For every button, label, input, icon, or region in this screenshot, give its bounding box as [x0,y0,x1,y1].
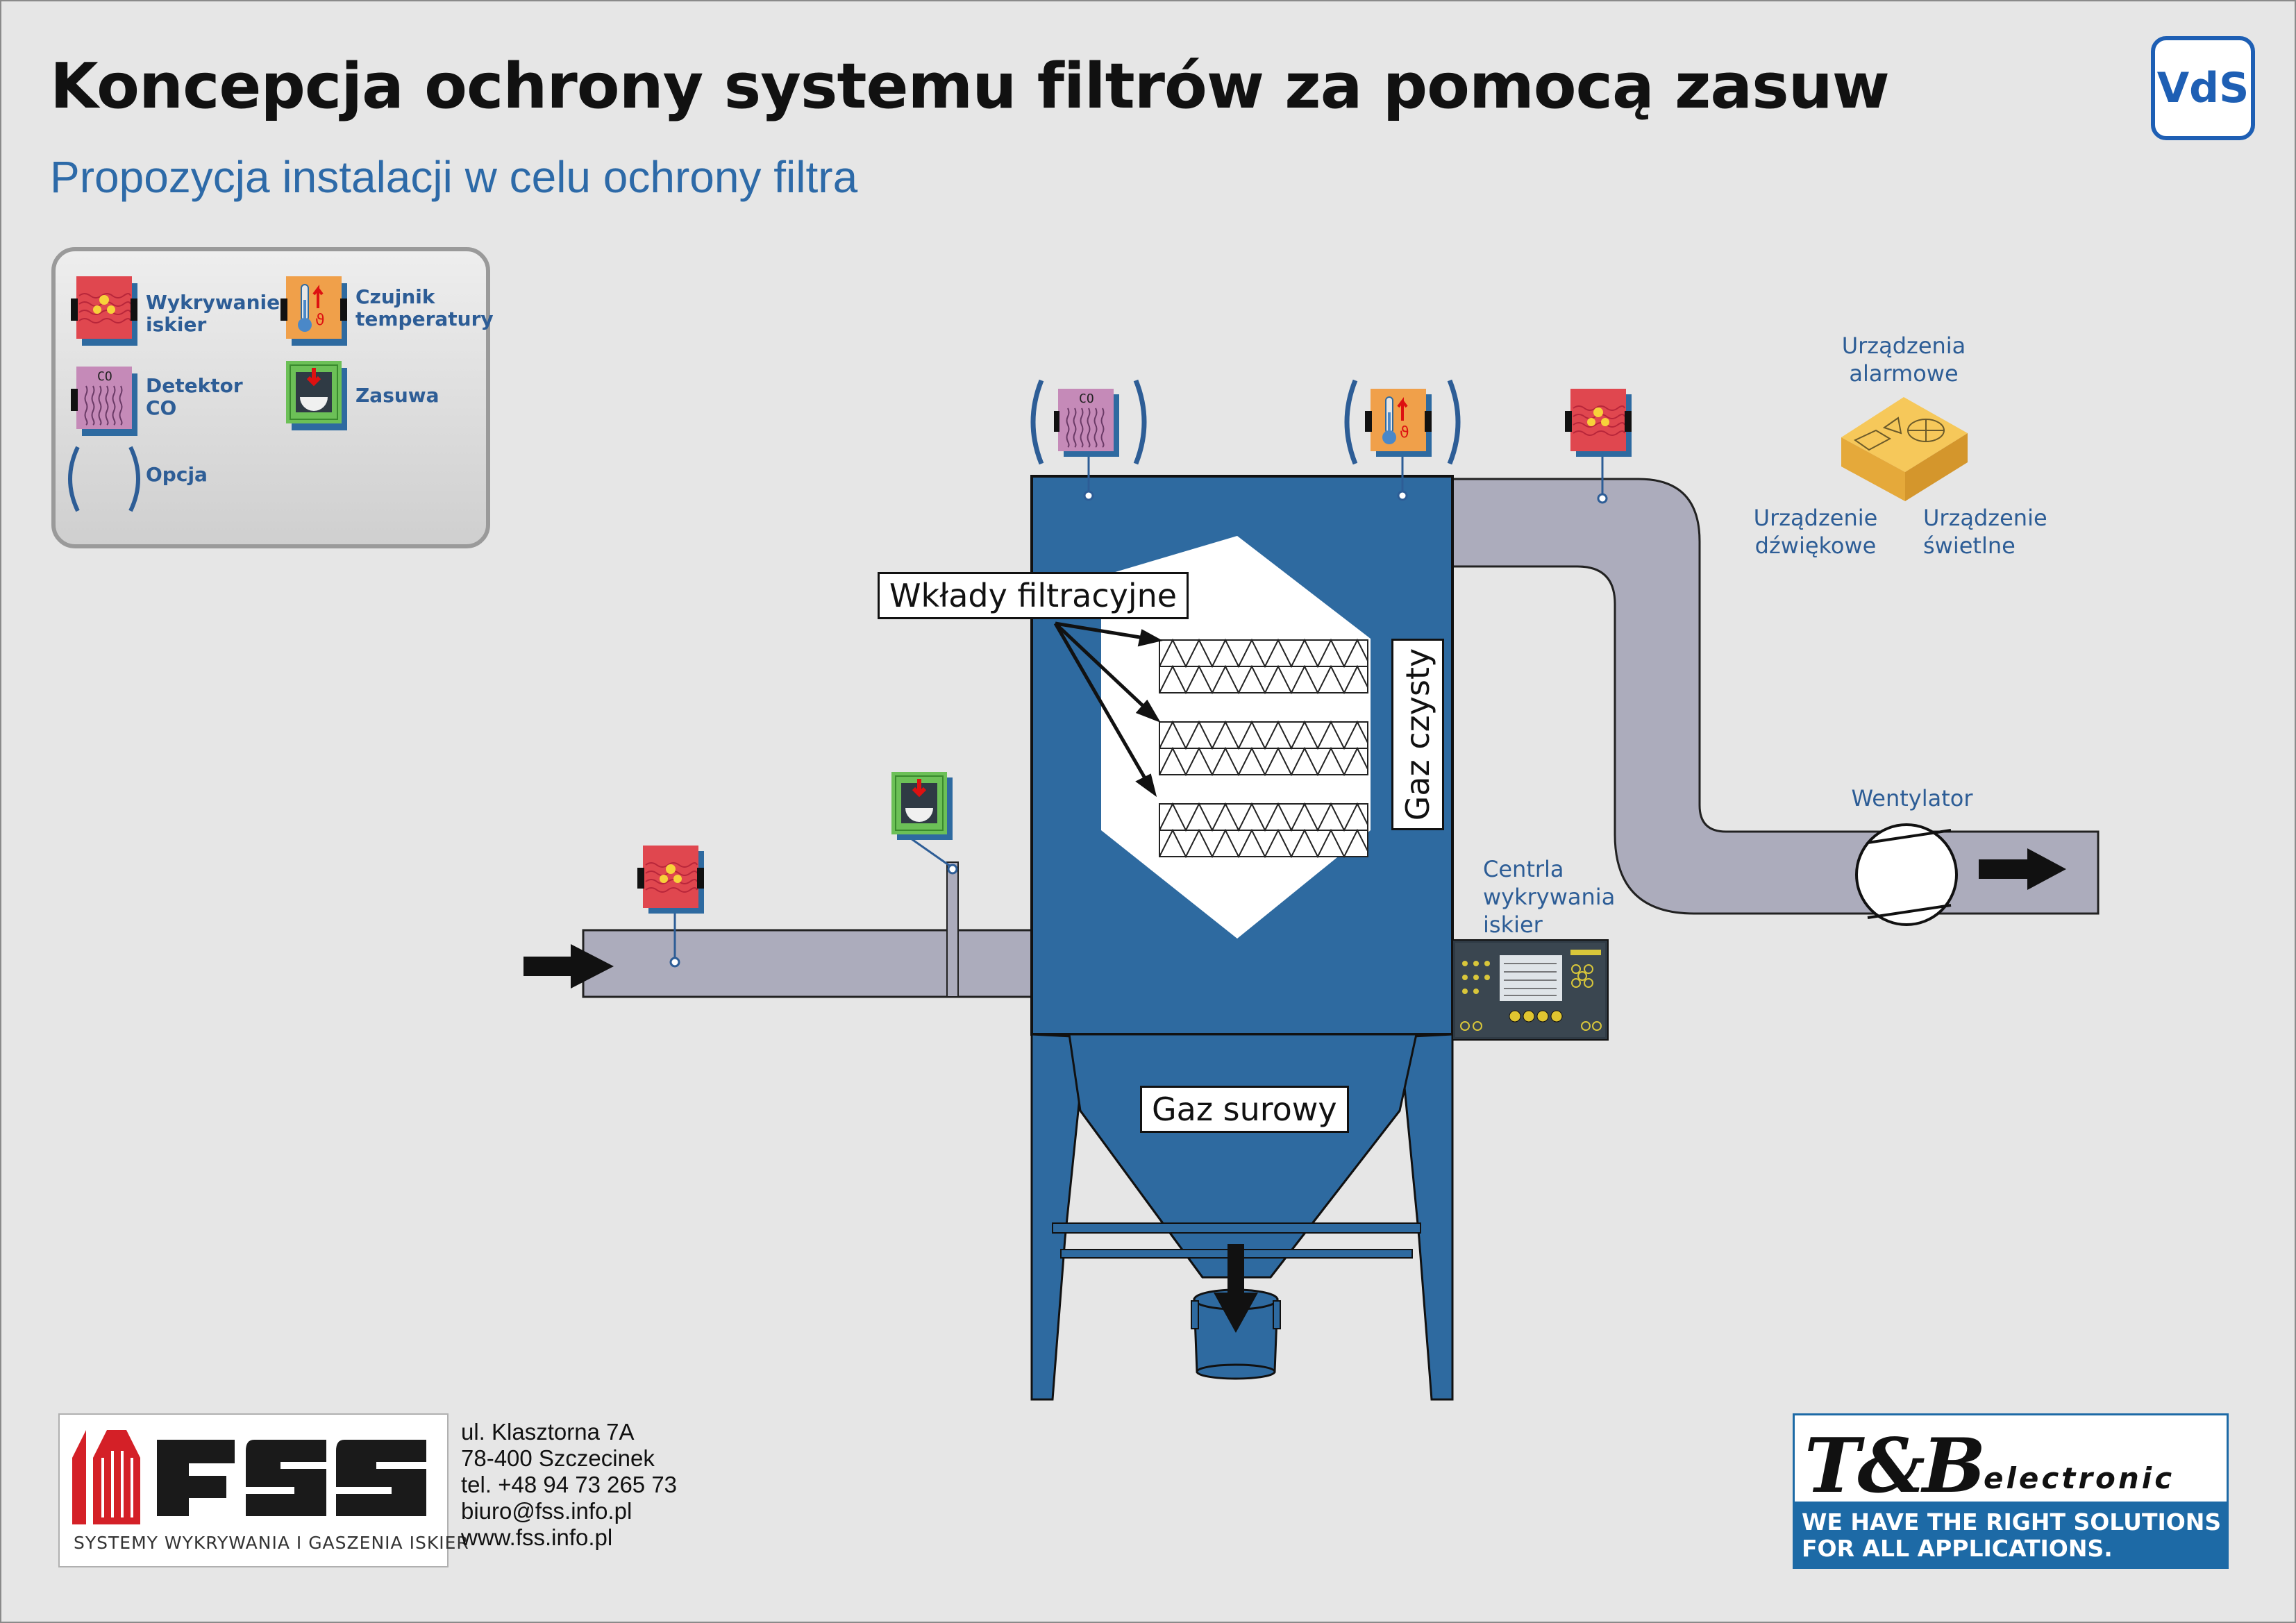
control-unit-label: Centrla wykrywania iskier [1483,856,1616,938]
tb-logo-top: T&B electronic [1795,1415,2227,1510]
option-brackets [1030,379,1461,465]
legend-temp-label: Czujnik temperatury [355,285,494,330]
legend-panel: Wykrywanie iskier ϑ Czujnik temperatury … [51,247,494,548]
vds-badge: VdS [2151,36,2255,140]
fss-logo [72,1430,426,1524]
alarm-devices-icon [1841,397,1968,501]
page-subtitle: Propozycja instalacji w celu ochrony fil… [50,152,858,202]
legend-option-icon [68,446,140,512]
outlet-flow-arrow [1979,848,2066,890]
page-title: Koncepcja ochrony systemu filtrów za pom… [50,50,1890,123]
filter-cartridges [1159,638,1368,859]
flow-arrows [523,848,2066,1333]
control-unit-icon [1452,939,1609,1041]
sound-device-label: Urządzenie dźwiękowe [1753,505,1878,559]
fss-tagline: SYSTEMY WYKRYWANIA I GASZENIA ISKIER [74,1533,469,1553]
co-detector-icon: CO [1054,389,1119,457]
clean-gas-label: Gaz czysty [1391,639,1444,830]
filter-pointer-arrows [1053,621,1163,798]
svg-text:ϑ: ϑ [315,312,325,329]
co-detector-text: CO [1079,392,1094,406]
tb-slogan-line1: WE HAVE THE RIGHT SOLUTIONS [1802,1508,2222,1536]
tb-logo-text: T&B [1804,1422,1986,1510]
dust-flow-arrow [1214,1244,1258,1333]
tb-slogan-band: WE HAVE THE RIGHT SOLUTIONS FOR ALL APPL… [1795,1502,2227,1567]
legend-spark-label: Wykrywanie iskier [146,291,280,336]
legend-valve-label: Zasuwa [355,384,439,407]
legend-temp-icon: ϑ [280,276,347,346]
fss-address: ul. Klasztorna 7A 78-400 Szczecinek tel.… [461,1419,677,1551]
outlet-duct [1450,478,2100,915]
address-street: ul. Klasztorna 7A [461,1419,635,1445]
legend-option-label: Opcja [146,463,208,486]
legend-co-label: Detektor CO [146,374,243,419]
sensor-connections [669,453,1608,968]
fan [1855,823,1958,926]
svg-text:CO: CO [97,369,112,384]
inlet-duct [582,861,1036,998]
temperature-sensor-icon: ϑ [1365,389,1432,457]
fan-label: Wentylator [1851,785,1973,812]
raw-gas-label: Gaz surowy [1140,1086,1349,1133]
legend-spark-icon [71,276,137,346]
tb-slogan-line2: FOR ALL APPLICATIONS. [1802,1535,2113,1562]
light-device-label: Urządzenie świetlne [1923,505,2047,559]
fss-logo-panel: SYSTEMY WYKRYWANIA I GASZENIA ISKIER [58,1413,469,1567]
tb-electronic-logo: T&B electronic WE HAVE THE RIGHT SOLUTIO… [1793,1413,2229,1569]
address-city: 78-400 Szczecinek [461,1445,655,1471]
alarm-devices-label: Urządzenia alarmowe [1841,333,1966,387]
address-website[interactable]: www.fss.info.pl [461,1524,613,1550]
spark-detector-outlet-icon [1565,389,1632,457]
legend-co-icon: CO [71,367,137,436]
spark-detector-inlet-icon [637,846,704,914]
valve-icon [891,772,953,840]
filter-cartridges-label: Wkłady filtracyjne [878,572,1189,619]
legend-valve-icon [286,361,347,430]
clean-gas-text: Gaz czysty [1399,648,1436,821]
address-phone: tel. +48 94 73 265 73 [461,1472,678,1497]
address-email[interactable]: biuro@fss.info.pl [461,1498,632,1524]
svg-text:ϑ: ϑ [1400,424,1409,442]
inlet-flow-arrow [523,944,614,989]
tb-logo-subtitle: electronic [1984,1461,2175,1495]
